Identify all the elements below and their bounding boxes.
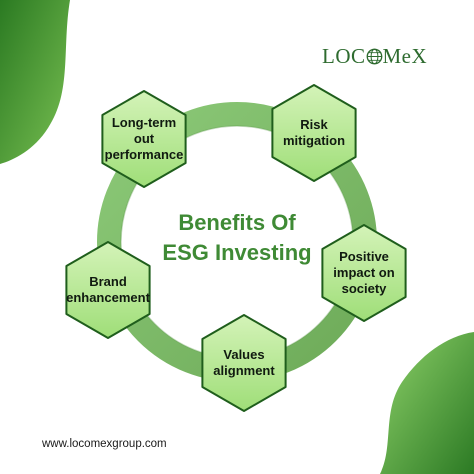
benefit-risk-mitigation-hexagon xyxy=(271,84,357,182)
website-url: www.locomexgroup.com xyxy=(42,438,167,450)
logo-text-end: MeX xyxy=(382,44,428,68)
logo-text-start: LOC xyxy=(322,44,366,68)
benefit-risk-mitigation-line-1: Risk xyxy=(300,117,328,132)
globe-icon xyxy=(366,48,382,65)
benefit-long-term-out-performance-line-3: performance xyxy=(104,147,184,162)
benefit-brand-enhancement-hexagon xyxy=(65,241,151,339)
benefit-brand-enhancement-line-1: Brand xyxy=(89,274,127,289)
hub-title: Benefits Of ESG Investing xyxy=(137,208,337,268)
benefit-positive-impact-on-society-line-3: society xyxy=(341,281,387,296)
benefit-risk-mitigation-line-2: mitigation xyxy=(282,133,346,148)
benefit-values-alignment-hexagon xyxy=(201,314,287,412)
benefit-long-term-out-performance-hexagon xyxy=(101,90,187,188)
benefit-long-term-out-performance-line-1: Long-term xyxy=(111,115,177,130)
benefit-brand-enhancement-line-2: enhancement xyxy=(66,290,150,305)
benefit-values-alignment-line-2: alignment xyxy=(213,363,275,378)
benefit-positive-impact-on-society-line-2: impact on xyxy=(333,265,395,280)
benefit-positive-impact-on-society-line-1: Positive xyxy=(339,249,389,264)
decor-blob-bottom-right xyxy=(380,332,474,474)
decor-blob-top-left xyxy=(0,0,70,164)
benefit-values-alignment-line-1: Values xyxy=(223,347,265,362)
benefit-long-term-out-performance-line-2: out xyxy=(133,131,155,146)
logo: LOC MeX xyxy=(322,44,427,69)
benefit-positive-impact-on-society-hexagon xyxy=(321,224,407,322)
hub-title-line-1: Benefits Of xyxy=(178,210,296,235)
hub-title-line-2: ESG Investing xyxy=(162,240,312,265)
